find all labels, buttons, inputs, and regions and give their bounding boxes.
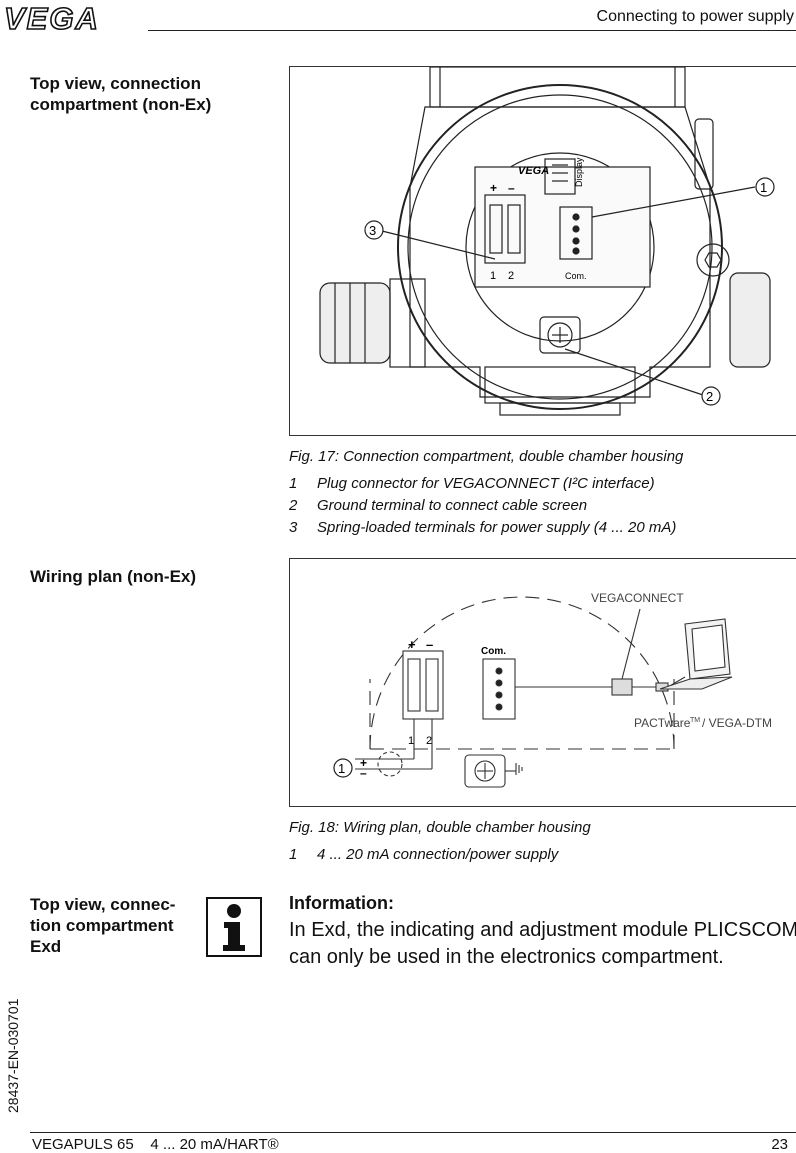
svg-text:2: 2	[508, 270, 514, 282]
vega-logo: VEGA	[2, 0, 142, 37]
figure-17-caption: Fig. 17: Connection compartment, double …	[289, 448, 684, 465]
housing-drawing: VEGA Display + – 1 2 Com. 1 3 2	[319, 66, 775, 416]
footer-product: VEGAPULS 65 4 ... 20 mA/HART®	[32, 1136, 279, 1153]
svg-text:/ VEGA-DTM: / VEGA-DTM	[702, 716, 772, 730]
callout-3: 3	[369, 223, 376, 238]
svg-text:TM: TM	[690, 717, 700, 724]
svg-text:Com.: Com.	[481, 646, 506, 657]
page-header-title: Connecting to power supply	[596, 8, 794, 25]
svg-text:1: 1	[490, 270, 496, 282]
wiring-drawing: VEGACONNECT Com. + – 1 2 PACTware TM / V…	[333, 591, 772, 788]
page-number: 23	[771, 1136, 788, 1153]
info-title: Information:	[289, 893, 394, 913]
svg-text:VEGA: VEGA	[518, 165, 549, 177]
svg-text:VEGA: VEGA	[4, 2, 100, 32]
svg-text:1: 1	[408, 735, 414, 747]
document-number: 28437-EN-030701	[5, 998, 21, 1113]
svg-text:VEGACONNECT: VEGACONNECT	[591, 591, 684, 605]
figure-18-caption: Fig. 18: Wiring plan, double chamber hou…	[289, 819, 591, 836]
info-icon	[206, 897, 262, 957]
figure-connection-compartment: VEGA Display + – 1 2 Com. 1 3 2	[289, 66, 796, 436]
svg-text:+: +	[360, 756, 367, 770]
callout-2: 2	[706, 389, 713, 404]
section-heading-wiring-plan: Wiring plan (non-Ex)	[30, 567, 197, 586]
footer-rule	[30, 1132, 796, 1133]
svg-text:–: –	[360, 766, 367, 780]
svg-text:Display: Display	[574, 157, 584, 187]
svg-text:–: –	[426, 637, 433, 652]
svg-text:2: 2	[426, 735, 432, 747]
svg-text:PACTware: PACTware	[634, 716, 691, 730]
section-heading-exd: Top view, connec- tion compartment Exd	[30, 895, 176, 956]
figure-wiring-plan: VEGACONNECT Com. + – 1 2 PACTware TM / V…	[289, 558, 796, 807]
section-heading-top-view: Top view, connection compartment (non-Ex…	[30, 74, 212, 114]
header-rule	[148, 30, 796, 31]
svg-text:Com.: Com.	[565, 271, 587, 281]
callout-1: 1	[338, 761, 345, 776]
svg-text:+: +	[490, 181, 497, 195]
svg-text:–: –	[508, 181, 515, 195]
info-body: In Exd, the indicating and adjustment mo…	[289, 919, 796, 968]
callout-1: 1	[760, 180, 767, 195]
svg-text:+: +	[408, 637, 416, 652]
